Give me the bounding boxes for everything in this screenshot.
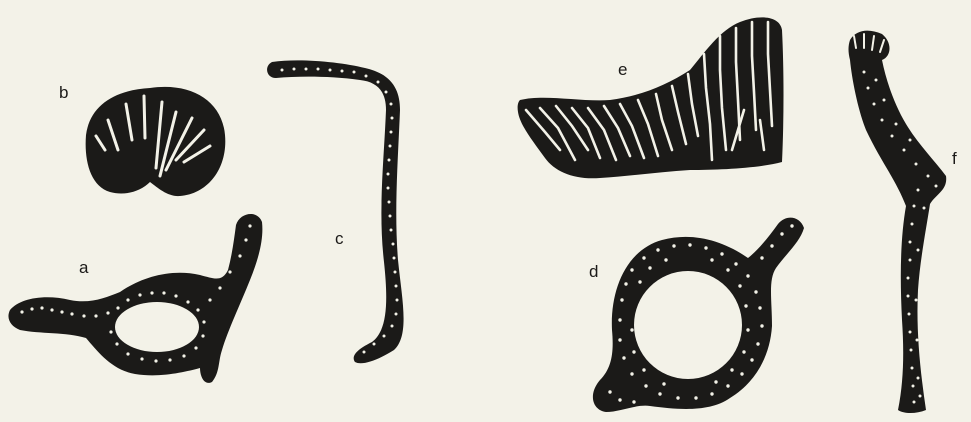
label-c: c: [335, 229, 344, 248]
specimen-c-pores: [281, 68, 399, 354]
label-d: d: [589, 262, 598, 281]
label-b: b: [59, 83, 68, 102]
label-f: f: [952, 149, 957, 168]
specimen-b: [86, 87, 226, 196]
specimen-f: [849, 31, 947, 413]
specimen-d: [593, 218, 804, 412]
label-e: e: [618, 60, 627, 79]
specimen-a: [8, 214, 262, 383]
specimen-c: [267, 60, 404, 363]
specimen-a-ring-hole: [115, 302, 199, 352]
specimen-e: [518, 17, 784, 178]
label-a: a: [79, 258, 89, 277]
specimen-d-ring-hole: [634, 271, 742, 379]
